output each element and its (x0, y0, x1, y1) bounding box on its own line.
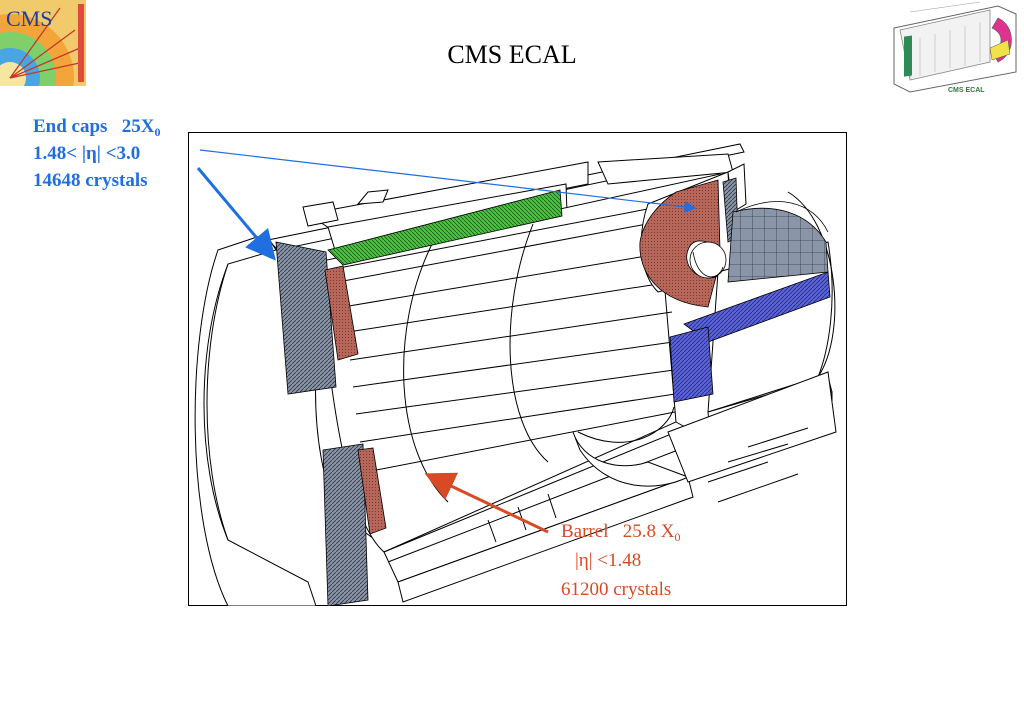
endcap-heading: End caps (33, 116, 108, 137)
left-endcap-modules-bottom (322, 443, 369, 606)
barrel-eta-range: |η| <1.48 (575, 550, 642, 571)
left-endcap-crystals-top (324, 265, 359, 361)
cms-logo: CMS (0, 0, 86, 86)
endcap-heading-line: End caps 25X0 (33, 113, 160, 140)
page-title: CMS ECAL (447, 40, 577, 69)
barrel-label: Barrel 25.8 X0 |η| <1.48 61200 crystals (561, 517, 680, 604)
right-endcap-crystals (639, 179, 721, 308)
barrel-crystal-count: 61200 crystals (561, 579, 672, 600)
barrel-crystals-face (669, 326, 714, 403)
endcap-radiation-length: 25X (121, 116, 155, 137)
diagram-frame (188, 132, 847, 606)
right-endcap-module-grid (727, 207, 829, 283)
thumbnail-label: CMS ECAL (948, 87, 985, 94)
left-endcap-crystals-bottom (357, 447, 387, 535)
left-endcap-modules-top (275, 241, 337, 395)
cms-logo-text: CMS (6, 6, 52, 31)
endcap-crystal-count: 14648 crystals (33, 170, 148, 191)
barrel-radiation-length: 25.8 X (622, 521, 675, 542)
endcap-radiation-length-sub: 0 (154, 125, 161, 139)
ecal-cutaway-diagram (194, 143, 837, 606)
barrel-heading-line: Barrel 25.8 X0 (561, 517, 680, 546)
endcap-eta-range: 1.48< |η| <3.0 (33, 143, 141, 164)
barrel-crystals-top (327, 189, 563, 266)
ecal-thumbnail: CMS ECAL (893, 1, 1017, 94)
barrel-heading: Barrel (561, 521, 609, 542)
barrel-radiation-length-sub: 0 (674, 530, 681, 544)
endcap-label: End caps 25X0 1.48< |η| <3.0 14648 cryst… (33, 113, 160, 194)
